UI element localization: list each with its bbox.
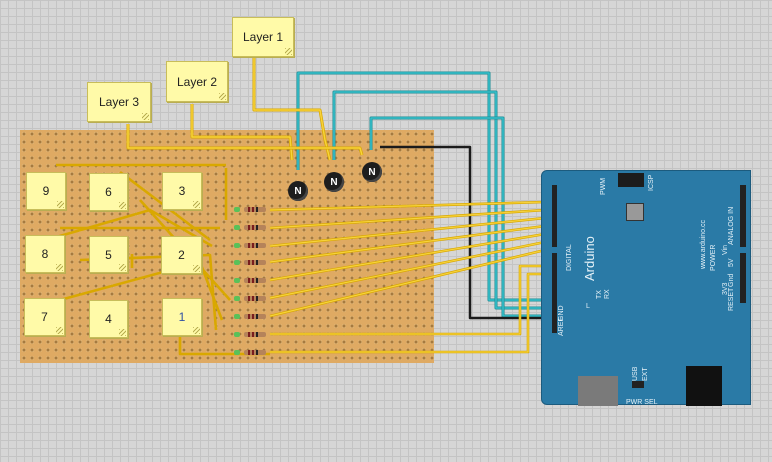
- resistor-1[interactable]: [244, 207, 266, 212]
- label-layer-3[interactable]: Layer 3: [87, 82, 151, 122]
- led-9[interactable]: [234, 350, 240, 355]
- cell-2-text: 2: [178, 248, 185, 262]
- arduino-logo: Arduino: [582, 236, 597, 281]
- resistor-3[interactable]: [244, 243, 266, 248]
- website-label: www.arduino.cc: [700, 219, 707, 269]
- label-layer-3-text: Layer 3: [98, 95, 140, 109]
- wire-teal-3b: [370, 117, 545, 317]
- transistor-2[interactable]: N: [324, 172, 344, 192]
- cell-5[interactable]: 5: [89, 236, 128, 273]
- label-layer-1-text: Layer 1: [242, 30, 284, 44]
- cell-8[interactable]: 8: [25, 235, 65, 273]
- ext-label: EXT: [642, 367, 649, 381]
- wire-layer2b: [191, 104, 293, 161]
- tx-label: TX: [596, 290, 603, 299]
- cell-1[interactable]: 1: [162, 298, 202, 336]
- label-layer-1[interactable]: Layer 1: [232, 17, 294, 57]
- resistor-9[interactable]: [244, 350, 266, 355]
- power-label: POWER: [710, 244, 717, 271]
- reset-label: RESET: [728, 287, 735, 311]
- cell-4-text: 4: [105, 312, 112, 326]
- label-layer-2-text: Layer 2: [176, 74, 218, 89]
- led-1[interactable]: [234, 207, 240, 212]
- gnd-power-label: Gnd: [728, 273, 735, 287]
- rx-label: RX: [604, 289, 611, 299]
- wire-layer2: [190, 104, 294, 161]
- wire-teal-2b: [333, 91, 545, 309]
- analog-in-label: ANALOG IN: [728, 206, 735, 245]
- resistor-8[interactable]: [244, 332, 266, 337]
- l-label: L: [586, 303, 590, 310]
- wire-teal-1b: [297, 72, 545, 301]
- led-2[interactable]: [234, 225, 240, 230]
- pwr-sel-jumper[interactable]: [632, 381, 644, 388]
- cell-9[interactable]: 9: [26, 172, 66, 210]
- analog-header[interactable]: [740, 185, 746, 247]
- power-header[interactable]: [740, 253, 746, 303]
- vin-label: Vin: [722, 245, 729, 255]
- label-layer-2[interactable]: Layer 2: [166, 61, 228, 102]
- resistor-5[interactable]: [244, 278, 266, 283]
- cell-6[interactable]: 6: [89, 173, 128, 211]
- cell-9-text: 9: [42, 184, 50, 198]
- cell-8-text: 8: [41, 247, 49, 261]
- resistor-4[interactable]: [244, 260, 266, 265]
- pwr-sel-label: PWR SEL: [626, 399, 658, 406]
- transistor-1[interactable]: N: [288, 181, 308, 201]
- usb-connector[interactable]: [578, 376, 618, 406]
- led-8[interactable]: [234, 332, 240, 337]
- reset-button[interactable]: [626, 203, 644, 221]
- transistor-1-mark: N: [294, 185, 302, 197]
- arduino-board[interactable]: Arduino DIGITAL PWM AREF GND TX RX L ICS…: [541, 170, 751, 406]
- wire-layer3b: [127, 124, 363, 156]
- cell-7[interactable]: 7: [24, 298, 65, 336]
- cell-5-text: 5: [105, 247, 112, 262]
- digital-header-bottom[interactable]: [552, 253, 557, 333]
- cell-7-text: 7: [41, 310, 48, 324]
- digital-header-top[interactable]: [552, 185, 557, 247]
- icsp-header[interactable]: [618, 173, 644, 187]
- led-3[interactable]: [234, 243, 240, 248]
- wire-ground: [380, 145, 545, 320]
- led-6[interactable]: [234, 296, 240, 301]
- digital-label: DIGITAL: [566, 244, 573, 271]
- led-5[interactable]: [234, 278, 240, 283]
- transistor-3-mark: N: [368, 166, 376, 178]
- cell-1-text: 1: [178, 310, 186, 324]
- transistor-3[interactable]: N: [362, 162, 382, 182]
- cell-3-text: 3: [178, 184, 186, 198]
- pwm-label: PWM: [600, 177, 607, 195]
- transistor-2-mark: N: [330, 176, 338, 188]
- resistor-7[interactable]: [244, 314, 266, 319]
- led-4[interactable]: [234, 260, 240, 265]
- gnd-label: GND: [558, 305, 565, 321]
- cell-6-text: 6: [105, 185, 112, 199]
- led-7[interactable]: [234, 314, 240, 319]
- power-jack[interactable]: [686, 366, 722, 406]
- 5v-label: 5V: [728, 258, 735, 267]
- cell-3[interactable]: 3: [162, 172, 202, 210]
- cell-2[interactable]: 2: [161, 236, 202, 274]
- resistor-6[interactable]: [244, 296, 266, 301]
- usb-label: USB: [632, 366, 639, 381]
- icsp-label: ICSP: [648, 174, 655, 191]
- resistor-2[interactable]: [244, 225, 266, 230]
- cell-4[interactable]: 4: [89, 300, 128, 338]
